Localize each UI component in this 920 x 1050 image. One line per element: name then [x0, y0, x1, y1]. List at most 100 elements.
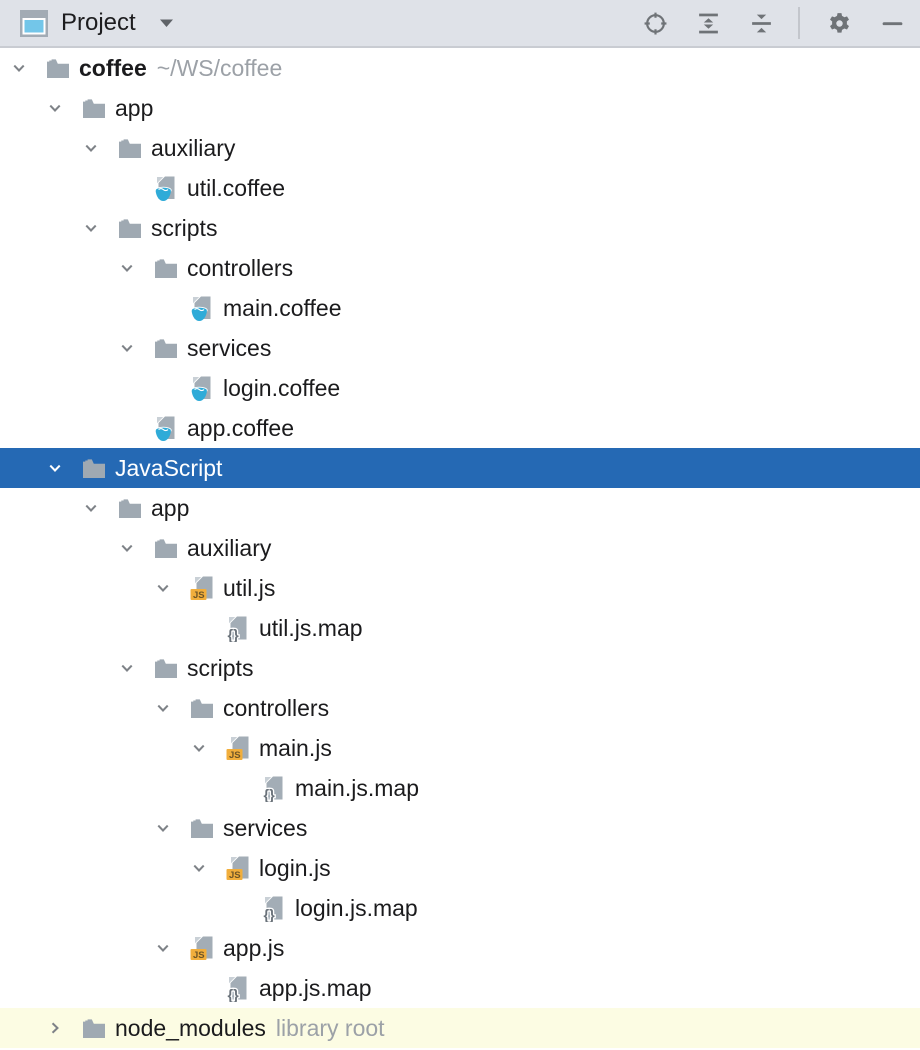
tree-row-app.js[interactable]: JS app.js — [0, 928, 920, 968]
tree-row-main.js.map[interactable]: {} main.js.map — [0, 768, 920, 808]
chevron-down-icon[interactable] — [190, 848, 225, 888]
row-label: app.js.map — [259, 974, 372, 1001]
tree-row-login.coffee[interactable]: login.coffee — [0, 368, 920, 408]
row-icon-slot — [189, 695, 214, 722]
tree-row-auxiliary[interactable]: auxiliary — [0, 528, 920, 568]
map-file-icon: {} — [263, 776, 283, 802]
project-view-dropdown[interactable]: Project — [20, 9, 174, 37]
collapse-all-button[interactable] — [747, 9, 775, 37]
tree-row-JavaScript[interactable]: JavaScript — [0, 448, 920, 488]
tree-row-coffee[interactable]: coffee ~/WS/coffee — [0, 48, 920, 88]
row-label: login.coffee — [223, 374, 341, 401]
row-label: scripts — [187, 654, 254, 681]
chevron-down-icon[interactable] — [46, 88, 81, 128]
tree-row-services[interactable]: services — [0, 328, 920, 368]
js-file-icon: JS — [190, 576, 212, 601]
tree-row-util.js[interactable]: JS util.js — [0, 568, 920, 608]
folder-icon — [46, 58, 69, 78]
tree-row-app.coffee[interactable]: app.coffee — [0, 408, 920, 448]
row-icon-slot — [153, 535, 178, 562]
settings-gear-icon — [829, 12, 849, 33]
tree-row-app[interactable]: app — [0, 88, 920, 128]
chevron-down-icon[interactable] — [82, 128, 117, 168]
chevron-down-icon[interactable] — [118, 248, 153, 288]
chevron-down-icon[interactable] — [10, 48, 45, 88]
tree-row-util.js.map[interactable]: {} util.js.map — [0, 608, 920, 648]
project-toolbar: Project — [0, 0, 920, 48]
chevron-down-icon[interactable] — [118, 648, 153, 688]
chevron-down-icon[interactable] — [82, 208, 117, 248]
row-icon-slot — [153, 415, 178, 442]
tree-row-login.js.map[interactable]: {} login.js.map — [0, 888, 920, 928]
expand-all-icon — [698, 13, 718, 33]
tree-row-app[interactable]: app — [0, 488, 920, 528]
coffee-file-icon — [191, 376, 211, 401]
row-label: coffee — [79, 54, 147, 81]
row-label: util.js — [223, 574, 276, 601]
folder-icon — [190, 818, 213, 838]
chevron-down-icon[interactable] — [154, 808, 189, 848]
tree-row-main.coffee[interactable]: main.coffee — [0, 288, 920, 328]
chevron-down-icon[interactable] — [154, 688, 189, 728]
tree-row-scripts[interactable]: scripts — [0, 208, 920, 248]
chevron-down-icon[interactable] — [154, 928, 189, 968]
tool-window-title: Project — [61, 9, 136, 36]
row-icon-slot — [117, 495, 142, 522]
svg-text:{}: {} — [228, 988, 240, 1002]
row-icon-slot — [153, 255, 178, 282]
tree-row-app.js.map[interactable]: {} app.js.map — [0, 968, 920, 1008]
svg-text:{}: {} — [264, 788, 276, 802]
locate-file-button[interactable] — [641, 9, 669, 37]
tree-row-util.coffee[interactable]: util.coffee — [0, 168, 920, 208]
toolbar-separator — [798, 7, 800, 39]
row-hint: ~/WS/coffee — [156, 54, 283, 81]
row-label: JavaScript — [115, 454, 223, 481]
svg-text:JS: JS — [193, 590, 205, 601]
tree-row-services[interactable]: services — [0, 808, 920, 848]
folder-icon — [190, 698, 213, 718]
row-label: services — [187, 334, 272, 361]
chevron-down-icon[interactable] — [190, 728, 225, 768]
row-label: auxiliary — [187, 534, 272, 561]
project-tool-window-icon — [20, 9, 48, 37]
row-icon-slot: JS — [225, 735, 250, 762]
chevron-down-icon[interactable] — [82, 488, 117, 528]
row-icon-slot — [81, 95, 106, 122]
settings-button[interactable] — [825, 9, 853, 37]
svg-text:JS: JS — [229, 750, 241, 761]
chevron-right-icon[interactable] — [46, 1008, 81, 1048]
svg-text:JS: JS — [229, 870, 241, 881]
expand-all-button[interactable] — [694, 9, 722, 37]
folder-icon — [118, 218, 141, 238]
tree-row-login.js[interactable]: JS login.js — [0, 848, 920, 888]
folder-icon — [118, 498, 141, 518]
folder-icon — [118, 138, 141, 158]
row-icon-slot — [153, 655, 178, 682]
row-label: login.js — [259, 854, 331, 881]
row-icon-slot: {} — [225, 615, 250, 642]
tree-row-auxiliary[interactable]: auxiliary — [0, 128, 920, 168]
chevron-down-icon[interactable] — [118, 528, 153, 568]
row-icon-slot: JS — [189, 575, 214, 602]
row-label: services — [223, 814, 308, 841]
hide-tool-window-button[interactable] — [878, 9, 906, 37]
chevron-down-icon[interactable] — [46, 448, 81, 488]
js-file-icon: JS — [190, 936, 212, 961]
chevron-down-icon[interactable] — [118, 328, 153, 368]
tree-row-main.js[interactable]: JS main.js — [0, 728, 920, 768]
row-label: controllers — [187, 254, 294, 281]
tree-row-node_modules[interactable]: node_modules library root — [0, 1008, 920, 1048]
row-icon-slot — [117, 215, 142, 242]
folder-icon — [154, 338, 177, 358]
row-icon-slot: JS — [189, 935, 214, 962]
tree-row-controllers[interactable]: controllers — [0, 688, 920, 728]
js-file-icon: JS — [226, 736, 248, 761]
tree-row-scripts[interactable]: scripts — [0, 648, 920, 688]
tree-row-controllers[interactable]: controllers — [0, 248, 920, 288]
chevron-down-icon[interactable] — [154, 568, 189, 608]
row-icon-slot — [117, 135, 142, 162]
coffee-file-icon — [155, 176, 175, 201]
row-icon-slot — [189, 295, 214, 322]
row-label: main.js.map — [295, 774, 419, 801]
svg-text:{}: {} — [228, 628, 240, 642]
